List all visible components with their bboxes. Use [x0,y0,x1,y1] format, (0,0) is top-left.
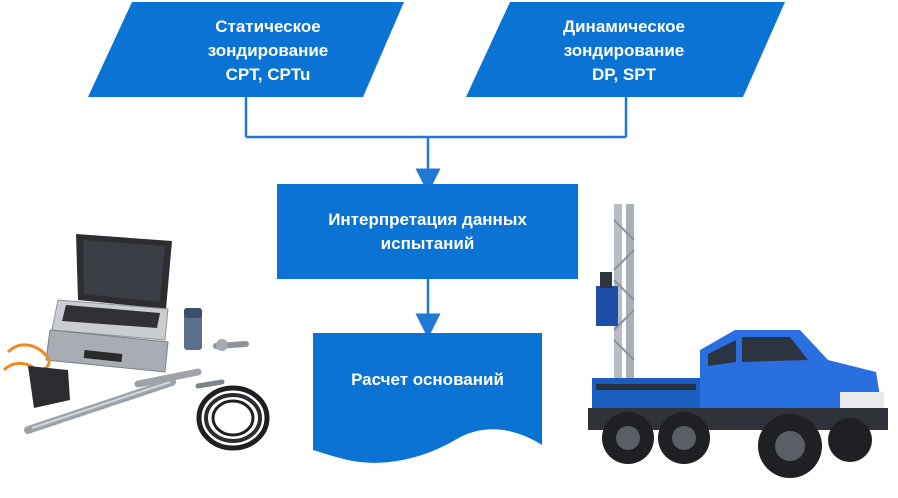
static-line-3: CPT, CPTu [225,65,311,84]
calculation-label: Расчет оснований [313,360,542,400]
dynamic-sounding-label: Динамическое зондирование DP, SPT [524,8,724,94]
dynamic-line-1: Динамическое [563,17,685,36]
dynamic-line-2: зондирование [563,41,685,60]
calculation-line-1: Расчет оснований [351,370,504,389]
interpretation-line-1: Интерпретация данных [328,210,527,229]
static-sounding-label: Статическое зондирование CPT, CPTu [168,8,368,94]
interpretation-box [277,184,578,279]
interpretation-label: Интерпретация данных испытаний [277,190,578,274]
dynamic-sounding-box [466,2,785,97]
static-line-2: зондирование [207,41,329,60]
static-line-1: Статическое [215,17,321,36]
connectors [244,97,628,339]
cpt-equipment-illustration [2,234,270,451]
interpretation-line-2: испытаний [380,234,475,253]
drilling-rig-truck-illustration [588,204,888,478]
calculation-box [313,333,542,463]
dynamic-line-3: DP, SPT [592,65,656,84]
static-sounding-box [88,2,404,97]
